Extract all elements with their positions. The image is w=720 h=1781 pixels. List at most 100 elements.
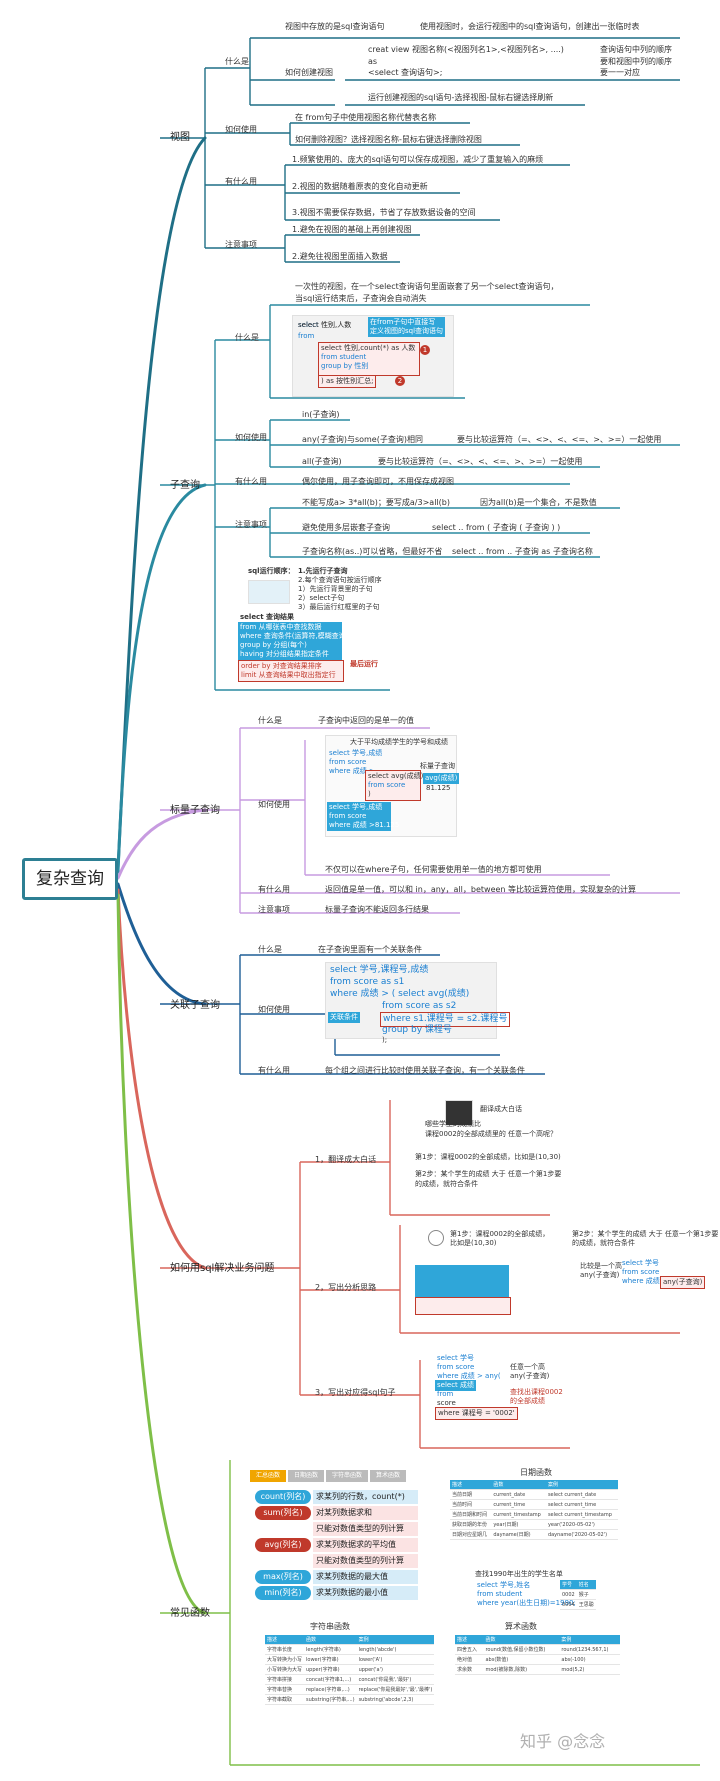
sub-note-b2[interactable]: select .. from ( 子查询 ( 子查询 ) )	[432, 523, 561, 532]
table-cell: 字符串长度	[265, 1644, 305, 1655]
sub-what-label[interactable]: 什么是	[235, 333, 259, 342]
sub-use-c[interactable]: all(子查询)	[302, 457, 342, 466]
view-why-a[interactable]: 1.频繁使用的、庞大的sql语句可以保存成视图，减少了重复输入的麻烦	[292, 155, 544, 164]
sub-why-a[interactable]: 偶尔使用，用子查询即可，不用保存成视图	[302, 477, 454, 486]
solve-s3-label[interactable]: 3，写出对应得sql句子	[315, 1388, 396, 1397]
scalar-why-a[interactable]: 返回值是单一值，可以和 in，any，all，between 等比较运算符使用，…	[325, 885, 637, 894]
sub-note-label[interactable]: 注意事项	[235, 520, 267, 529]
tab-string[interactable]: 字符串函数	[326, 1470, 369, 1482]
branch-view-curve	[116, 136, 207, 870]
view-what-label[interactable]: 什么是	[225, 57, 249, 66]
scalar-use-a[interactable]: 不仅可以在where子句，任何需要使用单一值的地方都可使用	[325, 865, 542, 874]
scalar-p1: select 学号,成绩	[329, 803, 383, 811]
sub-use-b2[interactable]: 要与比较运算符（=、<>、<、<=、>、>=）一起使用	[457, 435, 662, 444]
sub-use-label[interactable]: 如何使用	[235, 433, 267, 442]
solve-s1-label[interactable]: 1，翻译成大白话	[315, 1155, 377, 1164]
solve-s3-q3: where 成绩 > any(	[437, 1372, 501, 1380]
table-header: 描述函数案例	[450, 1480, 618, 1490]
sub-res-r3: group by 分组(每个)	[240, 641, 307, 649]
corr-why-a[interactable]: 每个组之间进行比较时使用关联子查询，有一个关联条件	[325, 1066, 525, 1075]
corr-what-a[interactable]: 在子查询里面有一个关联条件	[318, 945, 422, 954]
sub-note-a[interactable]: 不能写成a> 3*all(b)；要写成a/3>all(b)	[302, 498, 450, 507]
view-create-run[interactable]: 运行创建视图的sql语句-选择视图-鼠标右键选择刷新	[368, 93, 554, 102]
branch-sub[interactable]: 子查询	[170, 480, 200, 491]
table-header-cell: 函数	[491, 1480, 546, 1490]
scalar-q2: from score	[329, 758, 367, 766]
solve-s2-x1: select 学号	[622, 1259, 660, 1267]
corr-why-label[interactable]: 有什么用	[258, 1066, 290, 1075]
view-note-a[interactable]: 1.避免在视图的基础上再创建视图	[292, 225, 412, 234]
solve-s1-step2b: 的成绩，就符合条件	[415, 1180, 478, 1188]
solve-s3-b2: 的全部成绩	[510, 1397, 545, 1405]
sub-order-title: sql运行顺序：	[248, 567, 295, 575]
sub-note-c[interactable]: 子查询名称(as..)可以省略，但最好不省	[302, 547, 443, 556]
branch-scalar[interactable]: 标量子查询	[170, 805, 220, 816]
scalar-what-a[interactable]: 子查询中返回的是单一的值	[318, 716, 414, 725]
sub-what-a[interactable]: 一次性的视图，在一个select查询语句里面嵌套了另一个select查询语句，	[295, 282, 559, 291]
view-note-b[interactable]: 2.避免往视图里面插入数据	[292, 252, 388, 261]
scalar-why-label[interactable]: 有什么用	[258, 885, 290, 894]
sub-note-c2[interactable]: select .. from .. 子查询 as 子查询名称	[452, 547, 593, 556]
sub-code-c1: select	[298, 321, 319, 329]
branch-view[interactable]: 视图	[170, 132, 190, 143]
view-note-label[interactable]: 注意事项	[225, 240, 257, 249]
solve-s3-q7: where 课程号 = '0002'	[435, 1407, 518, 1420]
branch-corr-curve	[116, 882, 207, 1006]
table-cell: select current_time	[545, 1499, 618, 1510]
table-header-cell: 案例	[559, 1635, 620, 1645]
solve-s2-x4: any(子查询)	[660, 1276, 706, 1289]
func-agg-desc: 只能对数值类型的列计算	[313, 1522, 418, 1536]
sub-use-a[interactable]: in(子查询)	[302, 410, 340, 419]
view-use-b[interactable]: 如何删除视图？选择视图名称-鼠标右键选择删除视图	[295, 135, 482, 144]
solve-s2-any2: any(子查询)	[580, 1271, 620, 1279]
corr-what-label[interactable]: 什么是	[258, 945, 282, 954]
view-create-label[interactable]: 如何创建视图	[285, 68, 333, 77]
scalar-note-label[interactable]: 注意事项	[258, 905, 290, 914]
branch-solve-curve	[116, 888, 207, 1270]
corr-c5: where s1.课程号 = s2.课程号	[380, 1012, 511, 1027]
view-why-c[interactable]: 3.视图不需要保存数据，节省了存放数据设备的空间	[292, 208, 476, 217]
branch-corr[interactable]: 关联子查询	[170, 1000, 220, 1011]
branch-func[interactable]: 常见函数	[170, 1608, 210, 1619]
root-topic[interactable]: 复杂查询	[22, 858, 118, 900]
view-create-note2: 要和视图中列的顺序	[600, 57, 672, 66]
sub-use-c2[interactable]: 要与比较运算符（=、<>、<、<=、>、>=）一起使用	[378, 457, 583, 466]
sub-what-b[interactable]: 当sql运行结束后，子查询会自动消失	[295, 294, 427, 303]
func-agg-desc: 对某列数据求和	[313, 1506, 418, 1520]
table-cell: lower(字符串)	[304, 1654, 357, 1665]
view-what-b[interactable]: 使用视图时，会运行视图中的sql查询语句，创建出一张临时表	[420, 22, 640, 31]
table-cell: concat(字符串1,...)	[304, 1674, 357, 1685]
table-cell: 获取日期的年份	[450, 1519, 492, 1530]
table-cell: replace('你是我最好','最','最棒')	[356, 1684, 435, 1695]
sub-use-b[interactable]: any(子查询)与some(子查询)相同	[302, 435, 423, 444]
func-date-q2: from student	[477, 1590, 523, 1598]
view-use-a[interactable]: 在 from句子中使用视图名称代替表名称	[295, 113, 437, 122]
scalar-note-a[interactable]: 标量子查询不能返回多行结果	[325, 905, 429, 914]
table-cell: concat('你是我','最好')	[356, 1674, 435, 1685]
solve-s2-label[interactable]: 2，写出分析思路	[315, 1283, 377, 1292]
corr-use-label[interactable]: 如何使用	[258, 1005, 290, 1014]
view-why-b[interactable]: 2.视图的数据随着原表的变化自动更新	[292, 182, 428, 191]
sub-note-a2[interactable]: 因为all(b)是一个集合，不是数值	[480, 498, 597, 507]
branch-sub-curve	[116, 483, 207, 874]
view-use-label[interactable]: 如何使用	[225, 125, 257, 134]
sub-why-label[interactable]: 有什么用	[235, 477, 267, 486]
scalar-use-label[interactable]: 如何使用	[258, 800, 290, 809]
table-cell: replace(字符串,...)	[304, 1684, 357, 1695]
sub-note-b[interactable]: 避免使用多层嵌套子查询	[302, 523, 390, 532]
sub-res-r4: having 对分组结果指定条件	[240, 650, 329, 658]
table-cell: length('abcde')	[356, 1644, 435, 1655]
tab-math[interactable]: 算术函数	[370, 1470, 407, 1482]
solve-s3-q1: select 学号	[437, 1354, 475, 1362]
watermark: 知乎 @念念	[520, 1732, 606, 1751]
scalar-use-title: 大于平均成绩学生的学号和成绩	[350, 738, 448, 746]
branch-solve[interactable]: 如何用sql解决业务问题	[170, 1263, 275, 1274]
view-what-a[interactable]: 视图中存放的是sql查询语句	[285, 22, 385, 31]
tab-agg[interactable]: 汇总函数	[250, 1470, 287, 1482]
solve-s3-q5: from	[437, 1390, 454, 1398]
tab-date[interactable]: 日期函数	[288, 1470, 325, 1482]
scalar-what-label[interactable]: 什么是	[258, 716, 282, 725]
view-why-label[interactable]: 有什么用	[225, 177, 257, 186]
